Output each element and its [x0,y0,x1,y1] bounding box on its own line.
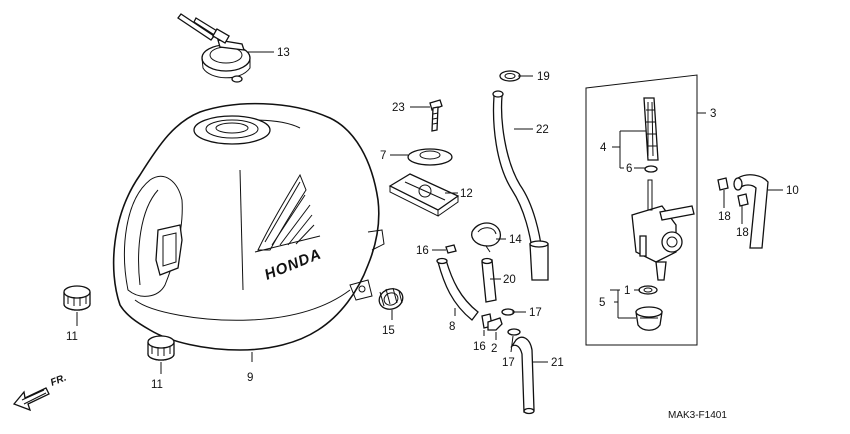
honda-logo-text: HONDA [262,245,324,283]
callout-4: 4 [600,142,607,154]
rubber-band [388,173,460,217]
callout-23: 23 [392,102,405,114]
callout-labels: 13 19 3 23 22 4 7 6 10 12 18 18 16 14 20… [66,47,799,391]
callout-3: 3 [710,108,716,120]
callout-12: 12 [460,188,473,200]
tank-cushion [407,148,453,166]
fuel-tube-curved [436,257,479,321]
clip-18-upper [717,177,729,191]
callout-17-upper: 17 [529,307,542,319]
callout-15: 15 [382,325,395,337]
fuel-tube-short [481,257,497,303]
callout-2: 2 [491,343,497,355]
fuel-cap-assembly [177,13,251,83]
callout-14: 14 [509,234,522,246]
callout-11-bottom: 11 [151,379,163,391]
joint-2 [487,317,503,331]
cushion-rubber-bottom [147,335,175,361]
callout-19: 19 [537,71,550,83]
tube-clip-top [499,70,521,82]
callout-18-lower: 18 [736,227,749,239]
callout-16-upper: 16 [416,245,429,257]
callout-18-upper: 18 [718,211,731,223]
callout-16-lower: 16 [473,341,486,353]
callout-17-lower: 17 [502,357,515,369]
callout-13: 13 [277,47,290,59]
diagram-reference-code: MAK3-F1401 [668,410,727,421]
tube-clip [471,222,502,253]
vacuum-tube [733,174,769,249]
cushion-rubber-left [63,285,91,311]
fuel-tank: HONDA [112,102,385,362]
callout-6: 6 [626,163,632,175]
clip-17-lower [507,328,521,336]
grommet [378,287,404,310]
front-label: FR. [49,373,68,389]
small-clip-upper [432,244,457,254]
callout-1: 1 [624,285,630,297]
fuel-tube-lower [510,336,535,415]
callout-21: 21 [551,357,564,369]
callout-9: 9 [247,372,253,384]
callout-10: 10 [786,185,799,197]
front-direction-indicator: FR. [12,373,68,412]
clip-18-lower [737,193,749,207]
callout-5: 5 [599,297,605,309]
bolt [429,99,443,132]
leader-lines [76,51,783,374]
callout-8: 8 [449,321,455,333]
fuel-valve-assembly [585,74,706,346]
callout-22: 22 [536,124,549,136]
front-arrow-icon [12,387,50,412]
breather-tube-long [492,90,549,281]
callout-11-left: 11 [66,331,78,343]
callout-7: 7 [380,150,386,162]
callout-20: 20 [503,274,516,286]
